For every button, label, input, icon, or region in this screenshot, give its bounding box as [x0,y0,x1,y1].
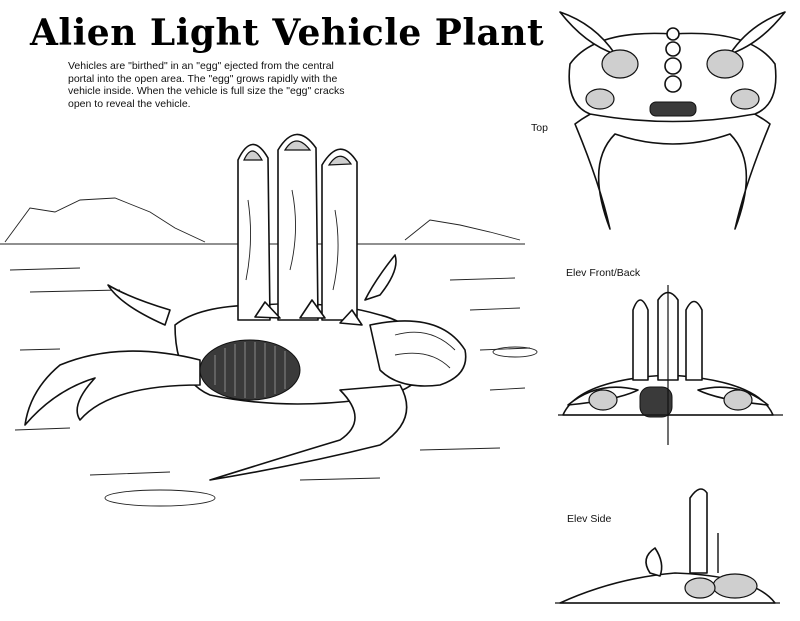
front-elevation-drawing [558,285,783,445]
description-text: Vehicles are "birthed" in an "egg" eject… [68,60,345,110]
spire-towers [237,133,358,321]
front-elevation-label: Elev Front/Back [566,267,641,279]
side-elevation-drawing [555,488,780,604]
perspective-illustration [0,133,538,507]
top-view-drawing [559,11,786,230]
page-title: Alien Light Vehicle Plant [30,12,545,54]
ground-cracks [9,267,538,507]
side-elevation-label: Elev Side [567,513,612,525]
top-view-label: Top [531,122,548,134]
